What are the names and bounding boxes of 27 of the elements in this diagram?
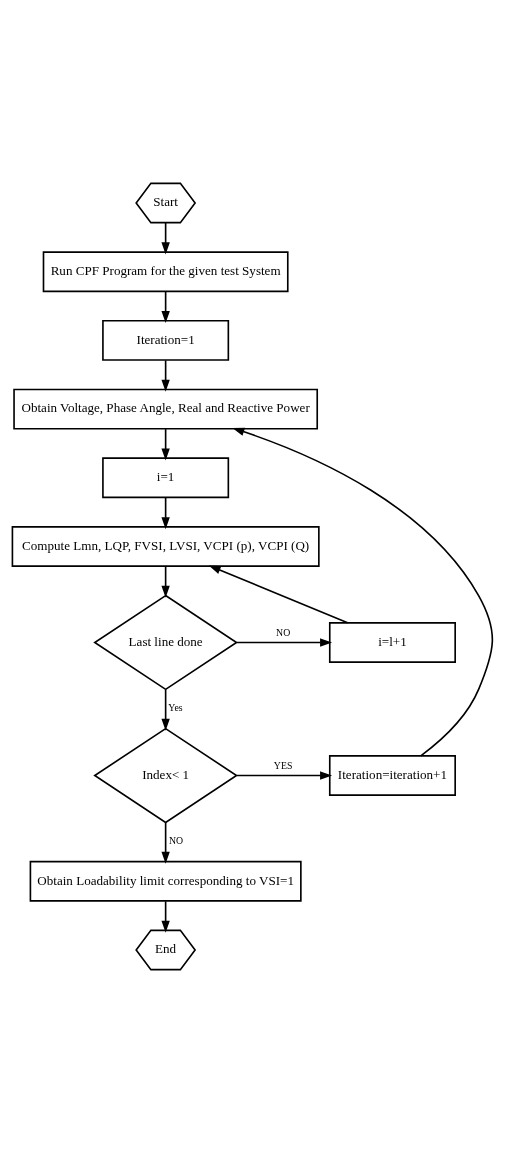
node-box: Obtain Loadability limit corresponding to VSI=1 bbox=[29, 860, 302, 902]
arrow bbox=[235, 637, 333, 647]
arrow bbox=[208, 564, 349, 624]
node-box: Compute Lmn, LQP, FVSI, LVSI, VCPI (p), VCPI (Q) bbox=[11, 525, 320, 567]
arrow bbox=[161, 688, 170, 731]
arrow bbox=[161, 290, 170, 323]
edge-label: YES bbox=[273, 759, 293, 771]
node-box: i=1 bbox=[102, 456, 230, 498]
node-box: Run CPF Program for the given test System bbox=[42, 250, 289, 292]
edge-label: NO bbox=[168, 834, 184, 846]
edge-label: NO bbox=[276, 626, 291, 638]
node-diamond: Index< 1 bbox=[93, 727, 238, 823]
arrow bbox=[161, 899, 170, 933]
arrow bbox=[161, 821, 170, 864]
arrow bbox=[235, 770, 333, 780]
node-box: Iteration=iteration+1 bbox=[328, 754, 456, 796]
arrow bbox=[161, 496, 170, 529]
arrow bbox=[161, 359, 170, 392]
arrow bbox=[161, 221, 170, 254]
node-diamond: Last line done bbox=[93, 594, 238, 690]
node-box: Obtain Voltage, Phase Angle, Real and Reactive Power bbox=[13, 388, 319, 430]
arrow bbox=[232, 427, 494, 757]
node-box: Iteration=1 bbox=[102, 319, 230, 361]
arrow bbox=[161, 427, 170, 460]
edge-label: Yes bbox=[168, 701, 183, 713]
node-box: i=l+1 bbox=[328, 621, 456, 663]
arrow bbox=[161, 565, 170, 598]
